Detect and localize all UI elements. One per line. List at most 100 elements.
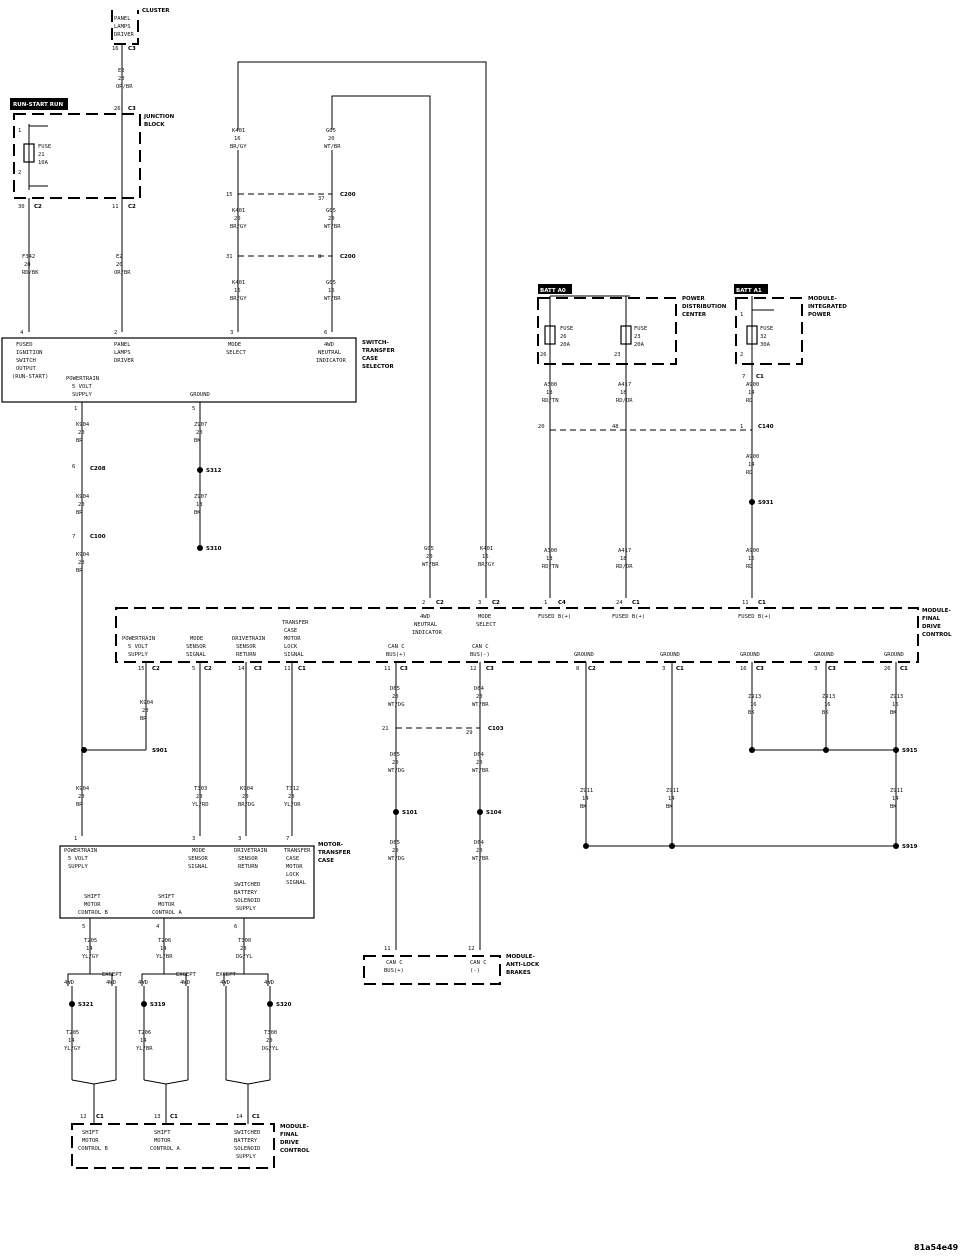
svg-text:SENSOR: SENSOR xyxy=(186,644,207,650)
svg-text:5 VOLT: 5 VOLT xyxy=(72,384,93,390)
svg-text:SUPPLY: SUPPLY xyxy=(236,906,257,912)
svg-text:BK: BK xyxy=(890,710,897,716)
svg-text:S919: S919 xyxy=(902,844,918,850)
svg-text:T312: T312 xyxy=(286,786,299,792)
module-final-drive-control-bottom: SHIFT MOTOR CONTROL B SHIFT MOTOR CONTRO… xyxy=(71,1123,310,1169)
svg-text:DRIVER: DRIVER xyxy=(114,32,135,38)
svg-text:4: 4 xyxy=(156,924,160,930)
svg-text:BR/GY: BR/GY xyxy=(230,224,247,230)
svg-text:A417: A417 xyxy=(618,548,631,554)
splice-s901-icon xyxy=(81,747,87,753)
svg-text:RD: RD xyxy=(746,470,753,476)
junction-block: RUN-START RUN JUNCTION BLOCK 26 C3 FUSE … xyxy=(10,98,175,210)
svg-text:BR/GY: BR/GY xyxy=(230,144,247,150)
svg-text:GROUND: GROUND xyxy=(190,392,210,398)
svg-text:A417: A417 xyxy=(618,382,631,388)
svg-text:23: 23 xyxy=(614,352,621,358)
svg-text:4WD: 4WD xyxy=(138,980,148,986)
svg-text:PANEL: PANEL xyxy=(114,342,131,348)
svg-text:1: 1 xyxy=(74,836,77,842)
svg-text:WT/DG: WT/DG xyxy=(388,856,405,862)
module-integrated-power: BATT A1 MODULE- INTEGRATED POWER FUSE 32… xyxy=(734,284,847,365)
svg-text:S915: S915 xyxy=(902,748,918,754)
svg-text:MODULE-: MODULE- xyxy=(922,608,951,614)
svg-text:SWITCH: SWITCH xyxy=(16,358,36,364)
svg-text:D65: D65 xyxy=(390,840,400,846)
svg-text:RD/TN: RD/TN xyxy=(542,564,559,570)
svg-text:29: 29 xyxy=(466,730,473,736)
svg-text:20: 20 xyxy=(392,694,399,700)
svg-text:INDICATOR: INDICATOR xyxy=(316,358,346,364)
svg-text:MODULE-: MODULE- xyxy=(506,954,535,960)
svg-text:4WD: 4WD xyxy=(64,980,74,986)
svg-text:C140: C140 xyxy=(758,424,774,430)
svg-text:GROUND: GROUND xyxy=(740,652,760,658)
svg-text:20: 20 xyxy=(426,554,433,560)
svg-text:4: 4 xyxy=(20,330,24,336)
svg-text:LAMPS: LAMPS xyxy=(114,350,131,356)
svg-text:POWERTRAIN: POWERTRAIN xyxy=(64,848,97,854)
svg-text:WT/DG: WT/DG xyxy=(388,768,405,774)
svg-text:21: 21 xyxy=(382,726,389,732)
svg-text:K401: K401 xyxy=(232,280,245,286)
svg-text:8: 8 xyxy=(576,666,579,672)
svg-text:C3: C3 xyxy=(128,106,136,112)
svg-text:S901: S901 xyxy=(152,748,168,754)
svg-text:3: 3 xyxy=(814,666,817,672)
svg-text:C103: C103 xyxy=(488,726,504,732)
svg-text:A900: A900 xyxy=(746,548,759,554)
svg-text:LOCK: LOCK xyxy=(284,644,298,650)
svg-text:14: 14 xyxy=(238,666,245,672)
svg-text:20: 20 xyxy=(538,424,545,430)
svg-text:RD: RD xyxy=(746,564,753,570)
svg-text:CAN C: CAN C xyxy=(470,960,487,966)
svg-text:6: 6 xyxy=(234,924,237,930)
svg-text:3: 3 xyxy=(238,836,241,842)
svg-text:5: 5 xyxy=(192,406,195,412)
svg-text:2: 2 xyxy=(422,600,425,606)
svg-text:D64: D64 xyxy=(474,752,485,758)
svg-text:T205: T205 xyxy=(66,1030,79,1036)
svg-text:FINAL: FINAL xyxy=(280,1132,299,1138)
svg-text:MOTOR: MOTOR xyxy=(286,864,303,870)
svg-text:24: 24 xyxy=(616,600,623,606)
svg-text:20: 20 xyxy=(288,794,295,800)
svg-text:G05: G05 xyxy=(326,208,336,214)
svg-text:CASE: CASE xyxy=(362,356,378,362)
branch-t205: 4WD EXCEPT 4WD S321 T205 14 YL/GY xyxy=(64,972,123,1085)
svg-text:14: 14 xyxy=(748,462,755,468)
svg-text:WT/BR: WT/BR xyxy=(472,702,489,708)
svg-text:T303: T303 xyxy=(194,786,207,792)
svg-text:5 VOLT: 5 VOLT xyxy=(128,644,149,650)
svg-text:4WD: 4WD xyxy=(324,342,334,348)
svg-text:SENSOR: SENSOR xyxy=(238,856,259,862)
svg-text:C3: C3 xyxy=(400,666,408,672)
svg-text:16: 16 xyxy=(328,288,335,294)
svg-text:D64: D64 xyxy=(474,840,485,846)
svg-text:18: 18 xyxy=(620,390,627,396)
svg-text:30A: 30A xyxy=(760,342,771,348)
svg-text:GROUND: GROUND xyxy=(660,652,680,658)
wire-k401-loop xyxy=(237,61,487,598)
svg-text:16: 16 xyxy=(234,288,241,294)
svg-text:5: 5 xyxy=(82,924,85,930)
svg-text:BUS(-): BUS(-) xyxy=(470,652,490,658)
svg-text:BR: BR xyxy=(140,716,147,722)
svg-text:T300: T300 xyxy=(238,938,251,944)
svg-text:K904: K904 xyxy=(76,422,90,428)
svg-text:SIGNAL: SIGNAL xyxy=(284,652,305,658)
svg-text:SIGNAL: SIGNAL xyxy=(286,880,307,886)
ground-s919-icon xyxy=(893,843,899,849)
svg-text:A300: A300 xyxy=(544,382,557,388)
svg-text:POWER: POWER xyxy=(808,312,832,318)
svg-text:MOTOR: MOTOR xyxy=(154,1138,171,1144)
svg-text:C100: C100 xyxy=(90,534,106,540)
batt-a1-tag: BATT A1 xyxy=(736,288,762,294)
svg-text:A900: A900 xyxy=(746,454,759,460)
svg-text:C2: C2 xyxy=(204,666,212,672)
svg-text:SELECT: SELECT xyxy=(226,350,247,356)
svg-text:DRIVE: DRIVE xyxy=(280,1140,299,1146)
svg-text:BK: BK xyxy=(666,804,673,810)
svg-text:1: 1 xyxy=(740,312,743,318)
svg-text:Z911: Z911 xyxy=(666,788,679,794)
